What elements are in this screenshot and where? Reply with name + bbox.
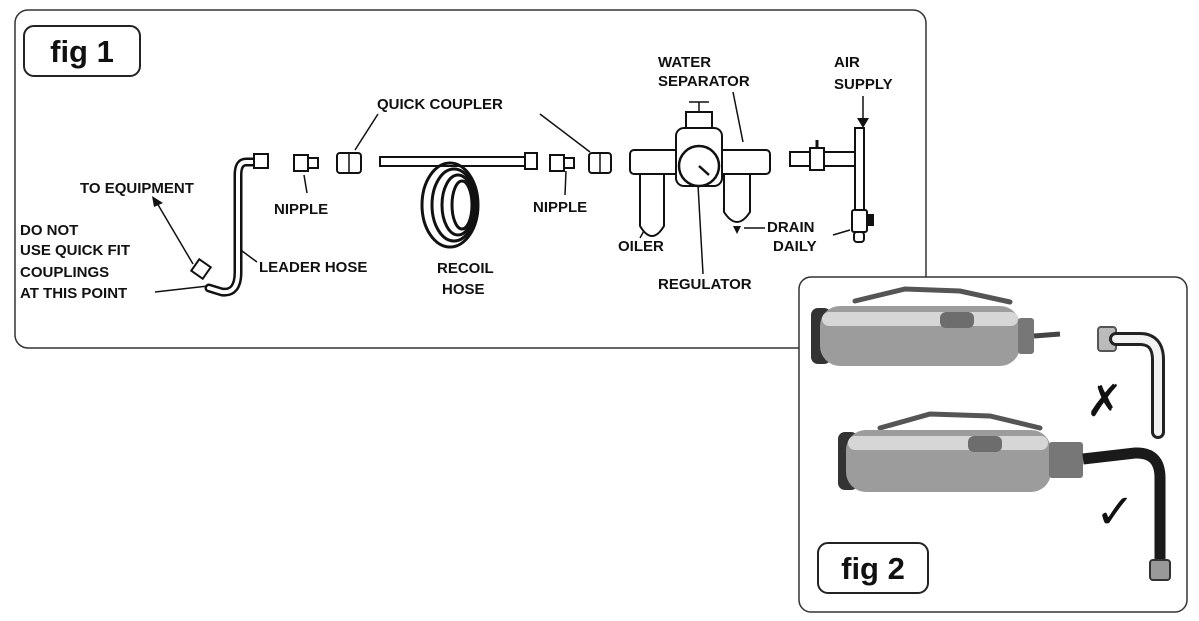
air-tool-correct: [838, 411, 1171, 581]
label-separator: SEPARATOR: [658, 73, 750, 90]
leader-hose: [189, 153, 269, 297]
fig1-panel: fig 1 QUICK COUPLER WATER SEPARATOR AIR …: [14, 9, 927, 349]
recoil-hose: [379, 152, 538, 249]
fig1-title-box: [23, 25, 141, 77]
water-separator-bowl: [723, 173, 751, 223]
label-recoil: RECOIL: [437, 260, 494, 277]
label-regulator: REGULATOR: [658, 276, 752, 293]
label-water: WATER: [658, 54, 711, 71]
label-air: AIR: [834, 54, 860, 71]
label-use-quick-fit: USE QUICK FIT: [20, 242, 130, 259]
quick-coupler-right: [588, 152, 612, 174]
label-hose: HOSE: [442, 281, 485, 298]
label-nipple-left: NIPPLE: [274, 201, 328, 218]
label-at-this-point: AT THIS POINT: [20, 285, 127, 302]
label-oiler: OILER: [618, 238, 664, 255]
label-supply: SUPPLY: [834, 76, 893, 93]
leader-hose-fitting: [253, 153, 269, 169]
drain-valve: [851, 209, 868, 233]
fig2-title: fig 2: [841, 551, 905, 586]
air-supply-pipe: [854, 127, 865, 215]
label-leader-hose: LEADER HOSE: [259, 259, 367, 276]
quick-coupler-left: [336, 152, 362, 174]
oiler-bowl: [639, 173, 665, 237]
air-tool-incorrect: [811, 286, 1165, 439]
label-quick-coupler: QUICK COUPLER: [377, 96, 503, 113]
air-supply-drop: [789, 127, 874, 243]
correct-mark: ✓: [1095, 484, 1135, 540]
label-couplings: COUPLINGS: [20, 264, 109, 281]
label-do-not: DO NOT: [20, 222, 78, 239]
label-drain: DRAIN: [767, 219, 815, 236]
equipment-coupling: [189, 257, 213, 281]
nipple-right-part: [549, 154, 575, 172]
label-nipple-right: NIPPLE: [533, 199, 587, 216]
regulator-bonnet: [685, 111, 713, 129]
nipple-left-part: [293, 154, 319, 172]
label-to-equipment: TO EQUIPMENT: [80, 180, 194, 197]
frl-unit: [629, 101, 771, 237]
fig2-panel: ✗ ✓ fig 2: [798, 276, 1188, 613]
fig2-title-box: [817, 542, 929, 594]
incorrect-mark: ✗: [1086, 376, 1123, 427]
fig1-title: fig 1: [50, 34, 114, 69]
air-supply-connector: [789, 151, 863, 167]
label-daily: DAILY: [773, 238, 817, 255]
